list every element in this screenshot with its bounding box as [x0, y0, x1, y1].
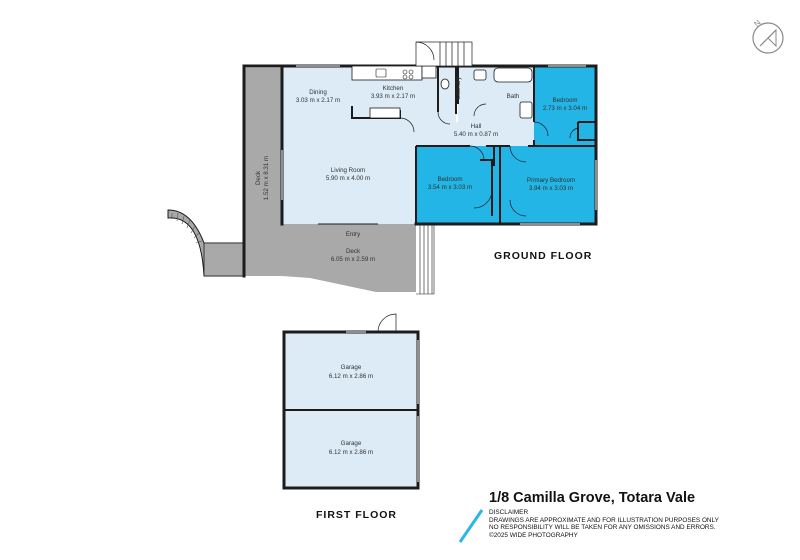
- garage-door-swing: [377, 313, 397, 333]
- primary-bedroom-label: Primary Bedroom: [527, 177, 575, 184]
- bedroom-ne-label: Bedroom: [552, 97, 577, 104]
- kitchen-island: [369, 107, 401, 119]
- garage-bottom-area: [284, 410, 418, 488]
- laundry-tub-icon: [473, 69, 487, 81]
- toilet-icon: [440, 78, 450, 90]
- hall-size: 5.40 m x 0.87 m: [454, 131, 498, 138]
- primary-bedroom-area: [500, 146, 596, 224]
- entry-label: Entry: [346, 231, 361, 238]
- living-room-area: [282, 124, 416, 224]
- bedroom-mid-size: 3.54 m x 3.03 m: [428, 184, 472, 191]
- garage-top-size: 6.12 m x 2.86 m: [329, 373, 373, 380]
- sink-icon: [375, 68, 387, 78]
- side-deck-area: [244, 68, 282, 276]
- dining-label: Dining: [309, 89, 327, 96]
- bedroom-ne-size: 2.73 m x 3.04 m: [543, 105, 587, 112]
- ground-floor-label: GROUND FLOOR: [494, 250, 593, 262]
- stove-icon: [402, 69, 408, 75]
- hall-label: Hall: [471, 123, 482, 130]
- first-floor-label: FIRST FLOOR: [316, 509, 397, 521]
- north-compass-icon: N: [752, 18, 784, 54]
- brand-slash-logo: [458, 509, 484, 543]
- garage-bottom-label: Garage: [341, 440, 362, 447]
- living-room-size: 5.90 m x 4.00 m: [326, 175, 370, 182]
- compass-letter: N: [752, 18, 763, 29]
- dining-room-area: [282, 66, 352, 124]
- front-deck-label: Deck: [346, 248, 361, 255]
- primary-bedroom-size: 3.94 m x 3.03 m: [529, 185, 573, 192]
- garage-top-area: [284, 332, 418, 410]
- bath-label: Bath: [507, 93, 520, 100]
- front-deck-size: 6.05 m x 2.59 m: [331, 256, 375, 263]
- kitchen-counter: [351, 65, 423, 81]
- kitchen-size: 3.93 m x 2.17 m: [371, 93, 415, 100]
- front-deck-area: [282, 224, 416, 292]
- property-address: 1/8 Camilla Grove, Totara Vale: [489, 490, 696, 506]
- garage-top-label: Garage: [341, 364, 362, 371]
- kitchen-label: Kitchen: [383, 85, 404, 92]
- rear-stairs: [415, 41, 473, 67]
- copyright: ©2025 WIDE PHOTOGRAPHY: [489, 531, 578, 539]
- first-floor-walls: [282, 330, 420, 490]
- stair-landing: [203, 242, 245, 277]
- disclaimer-title: DISCLAIMER: [489, 509, 529, 516]
- bedroom-mid-label: Bedroom: [437, 176, 462, 183]
- laundry-label: Laundry: [455, 76, 462, 99]
- windows: [281, 65, 597, 225]
- hall-area: [416, 122, 534, 146]
- living-room-label: Living Room: [331, 167, 365, 174]
- dining-size: 3.03 m x 2.17 m: [296, 97, 340, 104]
- fridge-icon: [421, 65, 437, 79]
- front-deck-steps: [416, 223, 435, 295]
- side-deck-label: Deck: [255, 170, 262, 185]
- disclaimer-line-2: NO RESPONSIBILITY WILL BE TAKEN FOR ANY …: [489, 524, 716, 532]
- bedroom-ne-area: [534, 66, 596, 146]
- curved-stair-treads: [171, 212, 203, 244]
- bathtub-icon: [493, 67, 533, 83]
- disclaimer-line-1: DRAWINGS ARE APPROXIMATE AND FOR ILLUSTR…: [489, 516, 719, 524]
- vanity-icon: [519, 101, 533, 119]
- disclaimer-block: DISCLAIMER DRAWINGS ARE APPROXIMATE AND …: [489, 509, 719, 539]
- laundry-area: [438, 66, 456, 122]
- garage-bottom-size: 6.12 m x 2.86 m: [329, 449, 373, 456]
- side-deck-size: 1.52 m x 8.31 m: [263, 156, 270, 200]
- door-swings: [399, 103, 579, 217]
